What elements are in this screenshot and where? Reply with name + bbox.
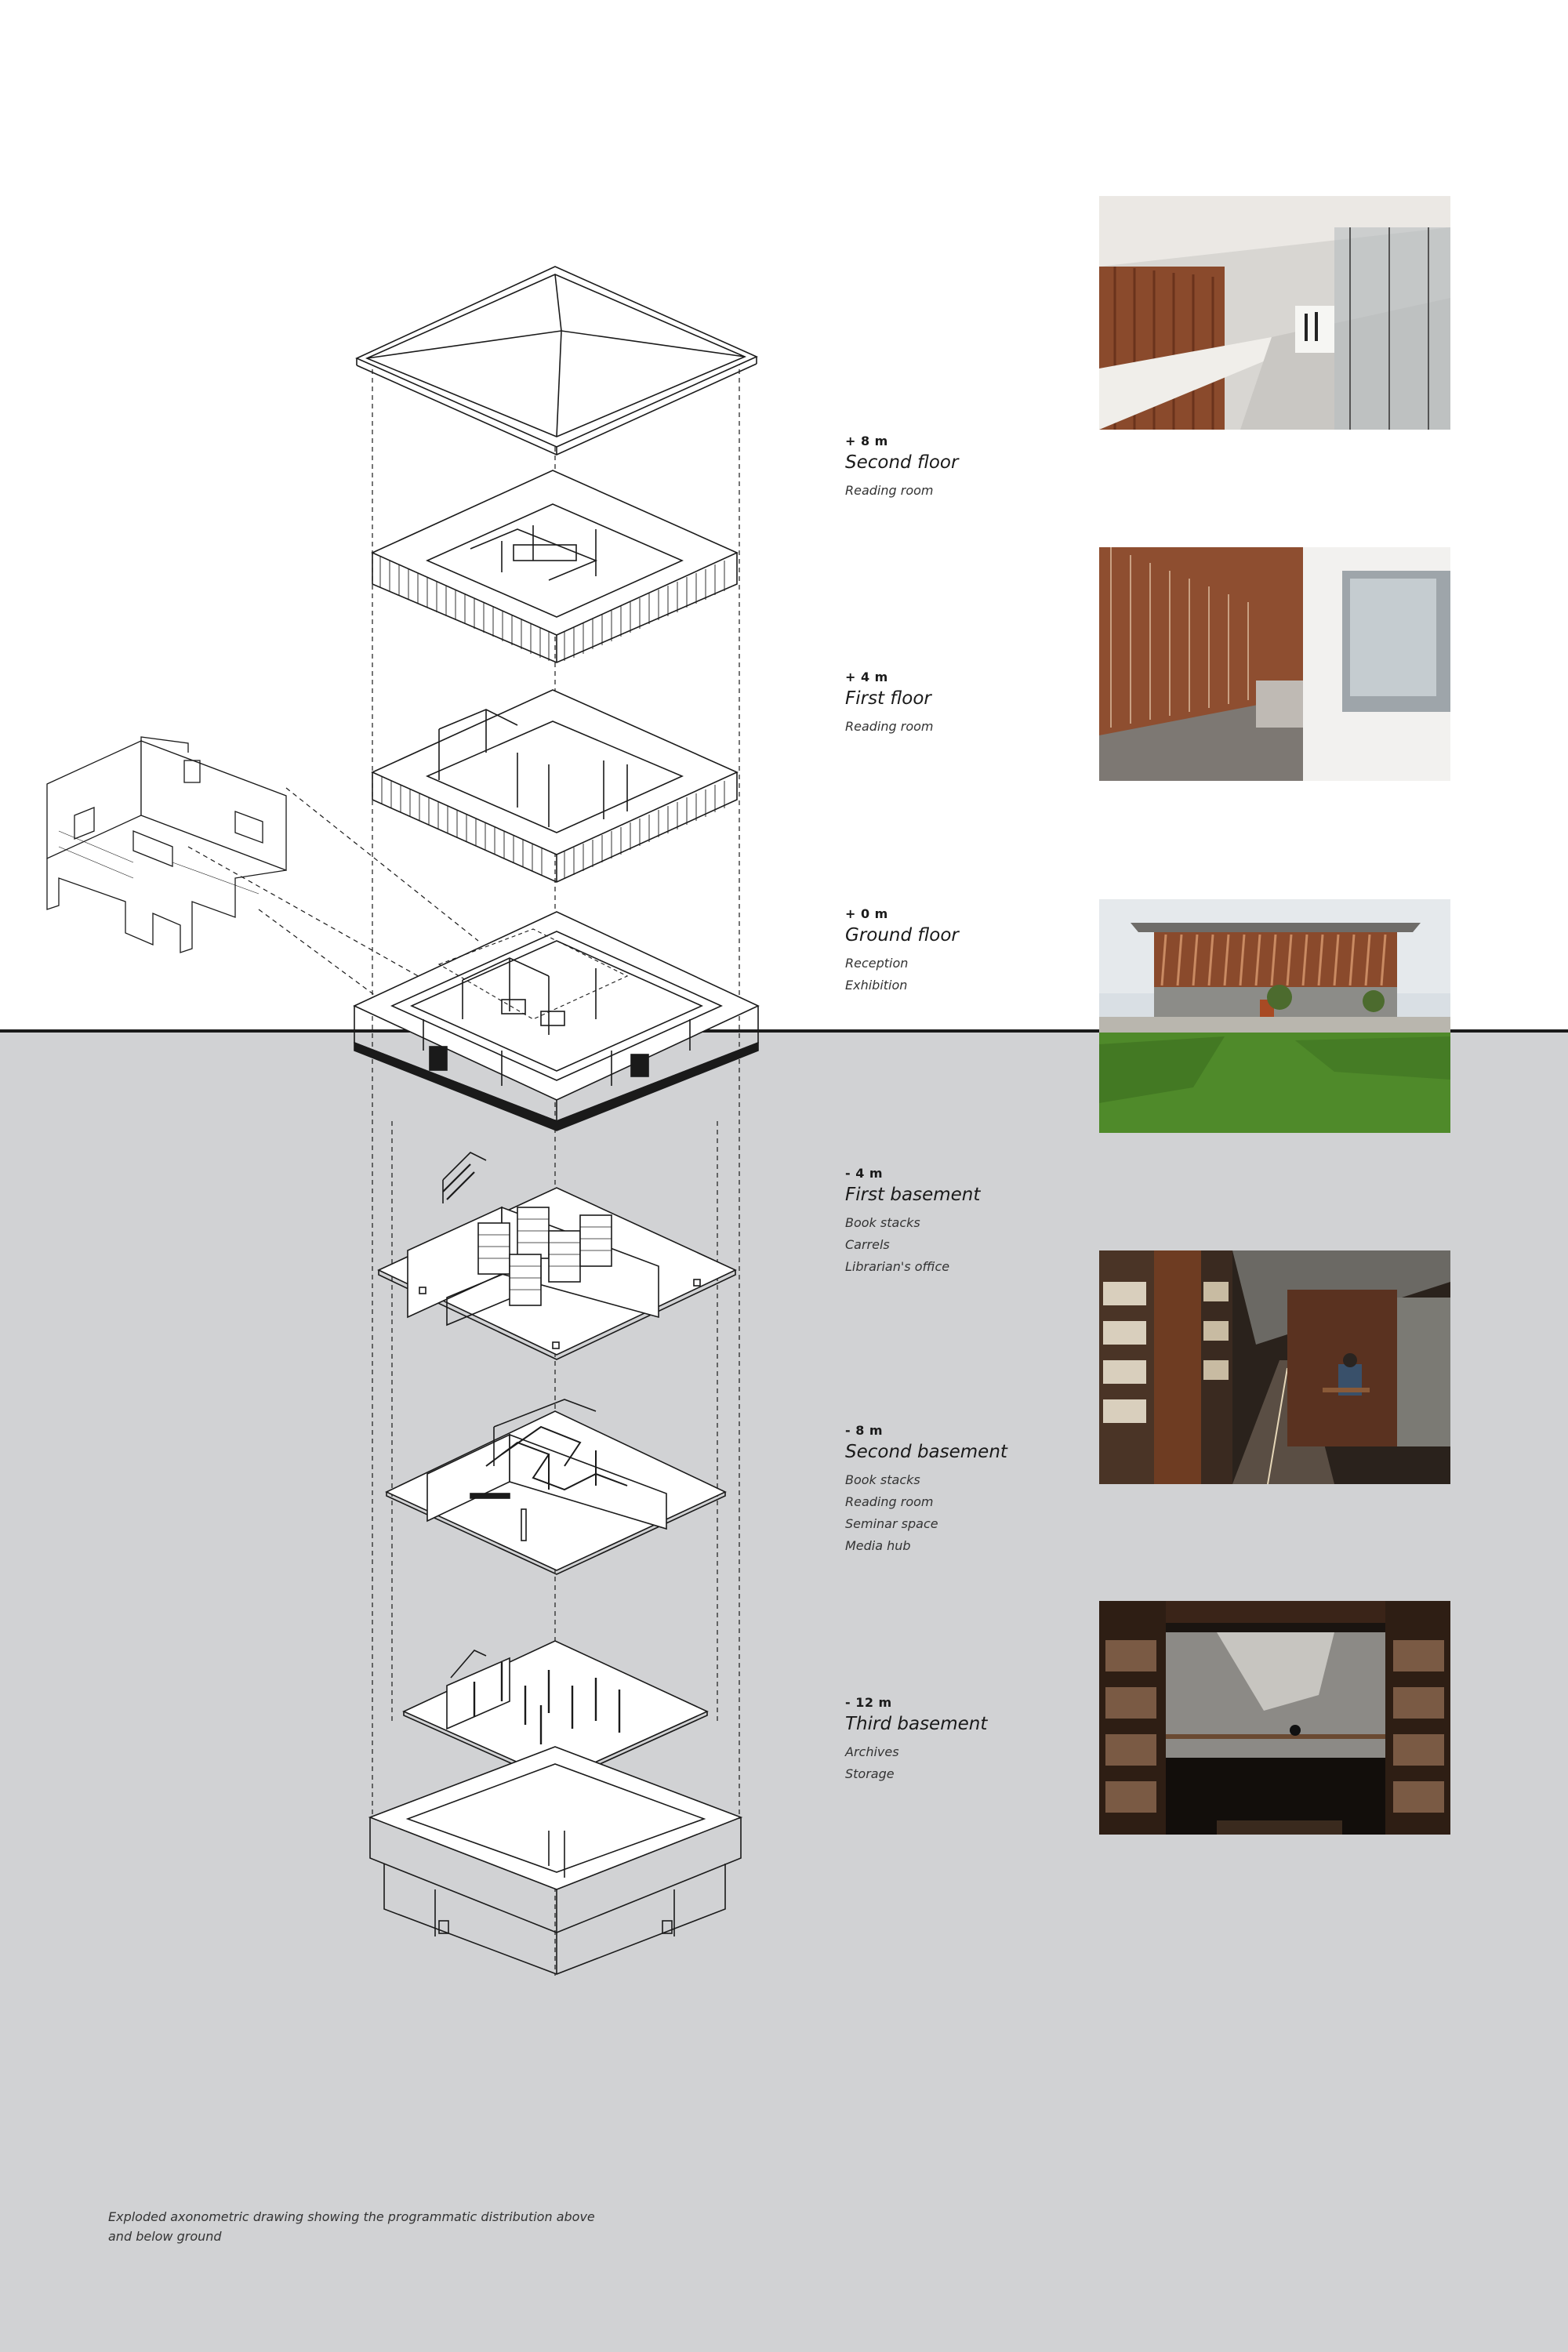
foundation-layer bbox=[368, 1746, 743, 1975]
floor-name: First floor bbox=[845, 688, 931, 709]
first-floor-layer bbox=[371, 689, 739, 883]
floor-name: First basement bbox=[845, 1185, 981, 1205]
elevation-label: + 4 m bbox=[845, 670, 888, 684]
figure-caption: Exploded axonometric drawing showing the… bbox=[108, 2209, 595, 2244]
level-third-basement: - 12 m Third basement Archives Storage bbox=[845, 1695, 1080, 1785]
program-item: Exhibition bbox=[845, 978, 908, 993]
program-item: Carrels bbox=[845, 1237, 890, 1252]
ground-floor-layer bbox=[353, 911, 760, 1131]
roof-layer bbox=[355, 266, 758, 456]
photo-third-basement-archives bbox=[1099, 1601, 1450, 1835]
floor-name: Second floor bbox=[845, 452, 959, 473]
exploded-axonometric-drawing bbox=[46, 266, 760, 1976]
photo-first-floor-reading-room bbox=[1099, 547, 1450, 781]
second-basement-layer bbox=[385, 1399, 727, 1575]
elevation-label: + 8 m bbox=[845, 434, 888, 448]
photo-ground-floor-exterior bbox=[1099, 899, 1450, 1133]
program-item: Media hub bbox=[845, 1538, 911, 1553]
program-item: Reading room bbox=[845, 1494, 934, 1509]
level-second-basement: - 8 m Second basement Book stacks Readin… bbox=[845, 1423, 1080, 1557]
photo-first-basement-book-stacks bbox=[1099, 1250, 1450, 1484]
program-item: Storage bbox=[845, 1766, 895, 1781]
second-floor-layer bbox=[371, 470, 739, 663]
exploded-wall-element bbox=[46, 736, 287, 953]
level-ground-floor: + 0 m Ground floor Reception Exhibition bbox=[845, 906, 1080, 996]
photo-second-floor-reading-room bbox=[1099, 196, 1450, 430]
floor-name: Ground floor bbox=[845, 925, 959, 946]
level-first-basement: - 4 m First basement Book stacks Carrels… bbox=[845, 1166, 1080, 1278]
program-item: Book stacks bbox=[845, 1472, 920, 1487]
floor-name: Third basement bbox=[845, 1714, 988, 1734]
third-basement-layer bbox=[402, 1640, 709, 1784]
floor-name: Second basement bbox=[845, 1442, 1007, 1462]
program-item: Seminar space bbox=[845, 1516, 938, 1531]
program-item: Reception bbox=[845, 956, 909, 971]
first-basement-layer bbox=[377, 1152, 737, 1360]
elevation-label: - 12 m bbox=[845, 1695, 892, 1710]
elevation-label: - 8 m bbox=[845, 1423, 884, 1438]
program-item: Librarian's office bbox=[845, 1259, 950, 1274]
program-item: Reading room bbox=[845, 719, 934, 734]
level-second-floor: + 8 m Second floor Reading room bbox=[845, 434, 1080, 502]
ground-line bbox=[0, 1029, 1568, 1033]
program-item: Book stacks bbox=[845, 1215, 920, 1230]
program-item: Reading room bbox=[845, 483, 934, 498]
elevation-label: - 4 m bbox=[845, 1166, 884, 1181]
program-item: Archives bbox=[845, 1744, 899, 1759]
elevation-label: + 0 m bbox=[845, 906, 888, 921]
level-first-floor: + 4 m First floor Reading room bbox=[845, 670, 1080, 738]
